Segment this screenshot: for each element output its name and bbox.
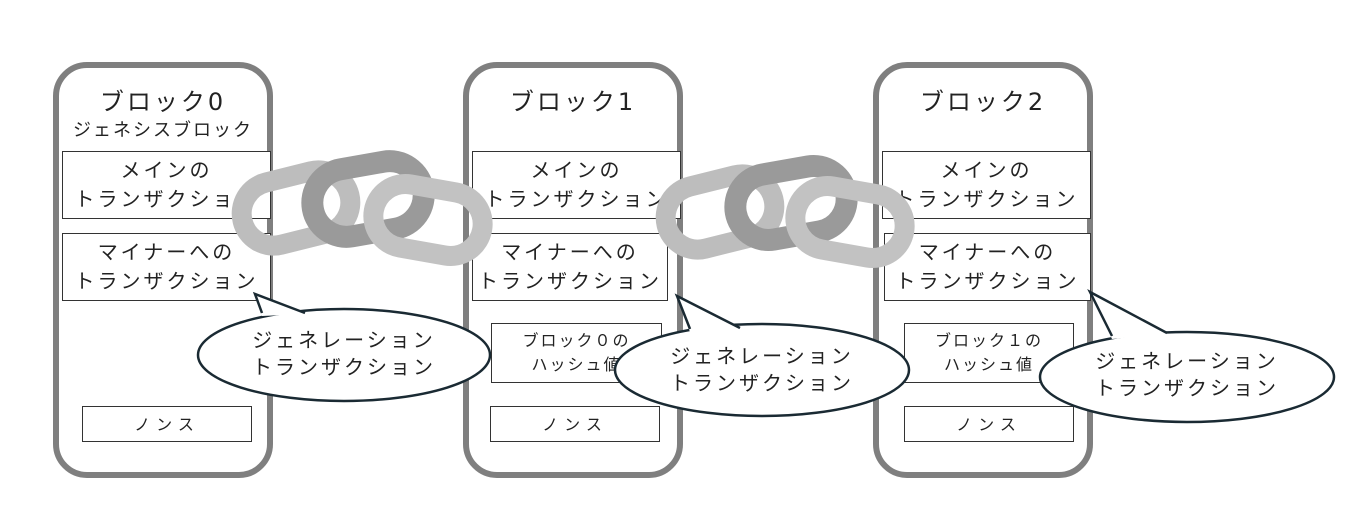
callout-text-0: ジェネレーション トランザクション [252,328,436,379]
callout-bubble-0 [196,291,492,403]
callout-bubble-2 [1038,289,1336,424]
miner-transaction-box: マイナーへの トランザクション [884,233,1091,301]
main-transaction-box: メインの トランザクション [472,151,681,219]
block-subtitle: ジェネシスブロック [73,120,253,141]
block-title: ブロック0 [99,88,227,116]
miner-transaction-box: マイナーへの トランザクション [62,233,271,301]
callout-text-1: ジェネレーション トランザクション [670,344,854,395]
nonce-box: ノンス [82,406,252,442]
nonce-box: ノンス [904,406,1074,442]
chain-link-icon [655,155,915,268]
nonce-box: ノンス [490,406,660,442]
block-0: ブロック0 ジェネシスブロック メインの トランザクション マイナーへの トラン… [53,62,273,478]
callout-text-2: ジェネレーション トランザクション [1095,349,1279,400]
chain-link-icon [231,150,493,266]
callout-bubble-1 [613,293,911,418]
miner-transaction-box: マイナーへの トランザクション [472,233,668,301]
block-title: ブロック2 [919,88,1047,116]
main-transaction-box: メインの トランザクション [882,151,1091,219]
block-1: ブロック1 メインの トランザクション マイナーへの トランザクション ブロック… [463,62,683,478]
block-title: ブロック1 [509,88,637,116]
block-2: ブロック2 メインの トランザクション マイナーへの トランザクション ブロック… [873,62,1093,478]
